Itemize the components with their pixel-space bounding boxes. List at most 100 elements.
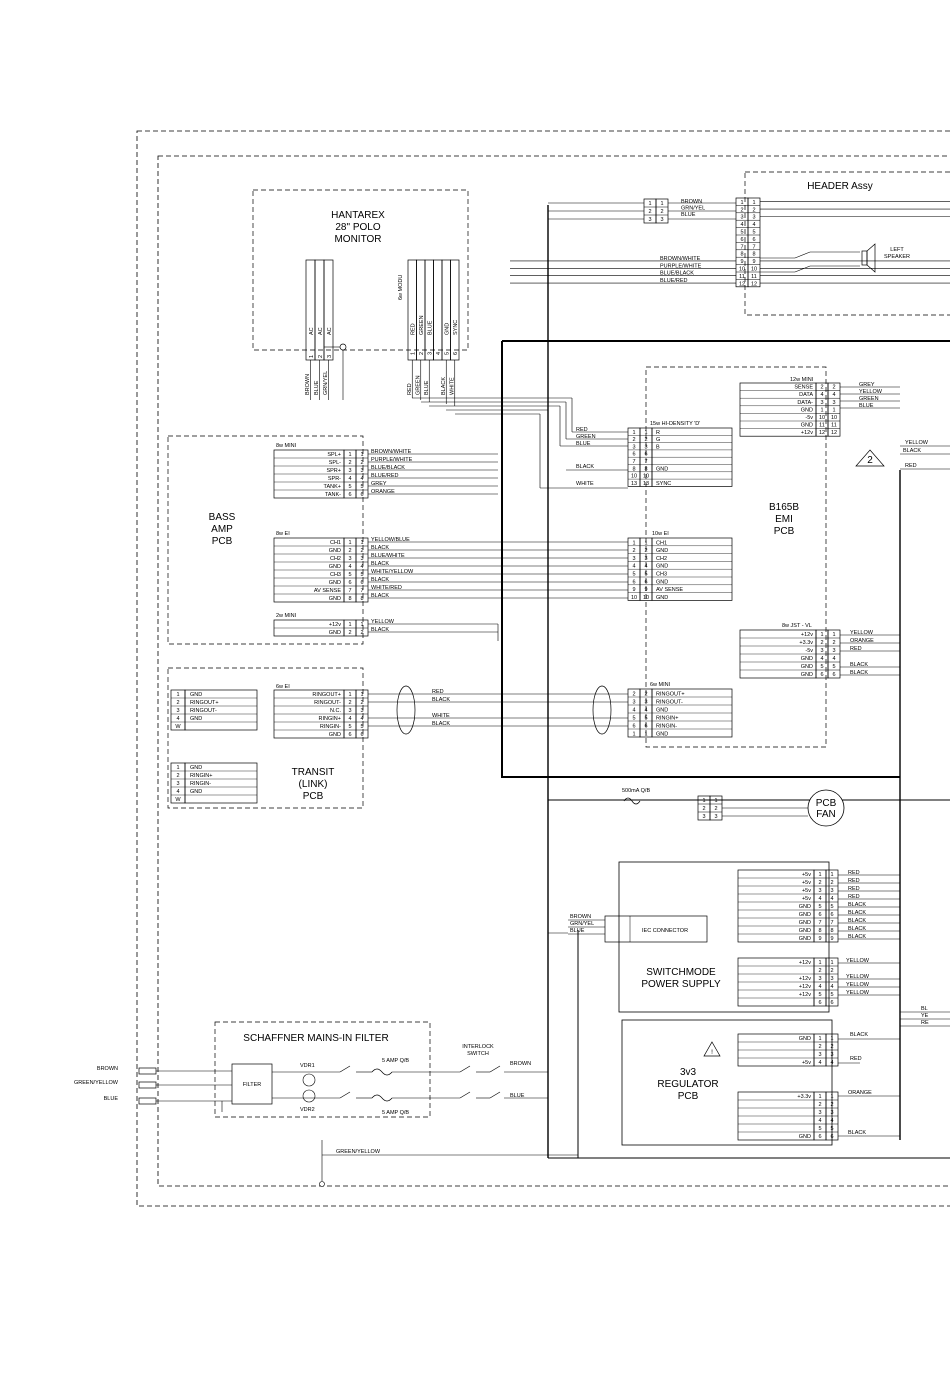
transit-conn-pin-number: 1 [348,692,351,698]
mains-input-label: GREEN/YELLOW [74,1080,119,1086]
monitor-ac-wire: BLUE [314,380,320,395]
monitor-ac-label: AC [318,327,324,335]
bass-amp-conn1-wire-label: GREY [371,481,387,487]
emi-title: B165B [769,502,799,513]
regulator-right-wire-label: YE [921,1013,929,1019]
emi-jst-pin-label: GND [801,656,813,662]
emi-jst-pin-number: 2 [832,640,835,646]
psu-conn1-pin-box-b [825,869,839,943]
bass-amp-conn3-wire-label: BLACK [371,627,389,633]
inner-boundary [157,155,950,1187]
transit-conn-pin-number: 2 [360,700,363,706]
interlock-label: SWITCH [467,1051,489,1057]
vdr2-label: VDR2 [300,1107,315,1113]
monitor-video-pin: 6 [453,352,459,355]
psu-conn2-pin-number: 3 [818,976,821,982]
emi-hd-label: G [656,437,660,443]
regulator-conn2-pin-number: 6 [818,1134,821,1140]
monitor-ac-label: AC [309,327,315,335]
header-pin-number: 6 [752,237,755,243]
header-left-conn-pin-number: 2 [648,209,651,215]
psu-conn2-pin-number: 5 [830,992,833,998]
bass-amp-conn2-pin-label: CH1 [330,540,341,546]
emi-hd-wire-label: WHITE [576,481,594,487]
monitor-ac-label: AC [327,327,333,335]
emi-mini6-pin: 2 [644,692,647,698]
transit-jack1-labels [184,689,258,731]
bass-amp-conn2-pin-label: GND [329,548,341,554]
bass-amp-conn3-pin-number: 1 [348,622,351,628]
emi-jst-pin-number: 5 [820,664,823,670]
transit-conn-pin-number: 5 [348,724,351,730]
regulator-conn2-pin-number: 3 [830,1110,833,1116]
header-pin-number: 5 [752,230,755,236]
transit-jack1-label: GND [190,692,202,698]
fuse-icon [371,1094,393,1102]
bass-amp-conn2-wire-label: BLUE/WHITE [371,553,405,559]
emi-hd-wire-label: RED [576,427,588,433]
wire [459,1091,471,1099]
monitor-video-strip [424,259,434,361]
emi-mini6-label: RINGOUT+ [656,692,685,698]
psu-conn2-pin-label: +12v [799,992,811,998]
psu-conn1-wire-label: RED [848,870,860,876]
monitor-video-label: GND [445,323,451,335]
emi-jst-pin-number: 6 [820,672,823,678]
monitor-ac-pin: 1 [309,355,315,358]
emi-mini6-pin: 3 [632,700,635,706]
psu-conn1-wire-label: BLACK [848,926,866,932]
transit-conn-pin-label: N.C. [330,708,341,714]
transit-conn-pin-number: 4 [348,716,351,722]
emi-jst-pin-label: GND [801,664,813,670]
monitor-ac-pin: 3 [327,355,333,358]
emi-ei10-pin: 10 [631,595,637,601]
monitor-video-strip [433,259,443,361]
bass-amp-conn2-pin-number: 2 [348,548,351,554]
transit-jack2-pin: 3 [176,781,179,787]
transit-wire-label: WHITE [432,713,450,719]
emi-hd-pin: 6 [644,452,647,458]
psu-conn1-pin-number: 3 [830,888,833,894]
header-pin-number: 3 [740,215,743,221]
emi-jst-pin-label: -5v [805,648,813,654]
emi-hd-label: B [656,444,660,450]
emi-hd-pin: 2 [632,437,635,443]
emi-hd-pin: 13 [643,481,649,487]
psu-conn1-pin-number: 2 [830,880,833,886]
header-pin-number: 7 [752,244,755,250]
iec-wire-label: GRN/YEL [570,921,594,927]
regulator-conn1-pin-label: +5v [802,1060,811,1066]
fan-conn-pin-number: 1 [714,798,717,804]
bass-amp-conn1-pin-number: 1 [348,452,351,458]
emi-mini12-pin-number: 12 [831,430,837,436]
psu-conn1-wire-label: RED [848,886,860,892]
psu-conn1-pin-number: 6 [830,912,833,918]
psu-conn1-wire-label: BLACK [848,934,866,940]
emi-jst-pin-label: +3.3v [799,640,813,646]
emi-hd-pin: 6 [632,452,635,458]
psu-conn1-pin-number: 9 [818,936,821,942]
emi-mini12-pin-label: DATA [799,392,813,398]
transit-conn-pin-number: 6 [348,732,351,738]
emi-ei10-pin: 6 [632,579,635,585]
monitor-ac-strip [323,259,334,361]
bass-amp-conn2-pin-number: 8 [360,596,363,602]
emi-mini6-pin: 3 [644,700,647,706]
mains-input-label: BLUE [104,1096,119,1102]
bass-amp-title: PCB [212,536,233,547]
transit-title: (LINK) [299,779,328,790]
mains-input-terminal [138,1081,157,1089]
transit-jack1-label: RINGOUT+ [190,700,219,706]
header-pin-number: 11 [751,274,757,280]
emi-ei10-label: GND [656,564,668,570]
bass-amp-conn3-name: 2w MINI [276,613,297,619]
wire [339,1091,351,1099]
psu-conn1-pin-label: GND [799,920,811,926]
iec-wire-label: BLUE [570,928,585,934]
regulator-conn2-pin-number: 5 [818,1126,821,1132]
fan-conn-pin-number: 2 [714,806,717,812]
emi-mini6-pin: 6 [632,724,635,730]
bass-amp-conn1-wire-label: PURPLE/WHITE [371,457,413,463]
transit-wire-label: BLACK [432,721,450,727]
psu-conn1-pin-label: GND [799,912,811,918]
